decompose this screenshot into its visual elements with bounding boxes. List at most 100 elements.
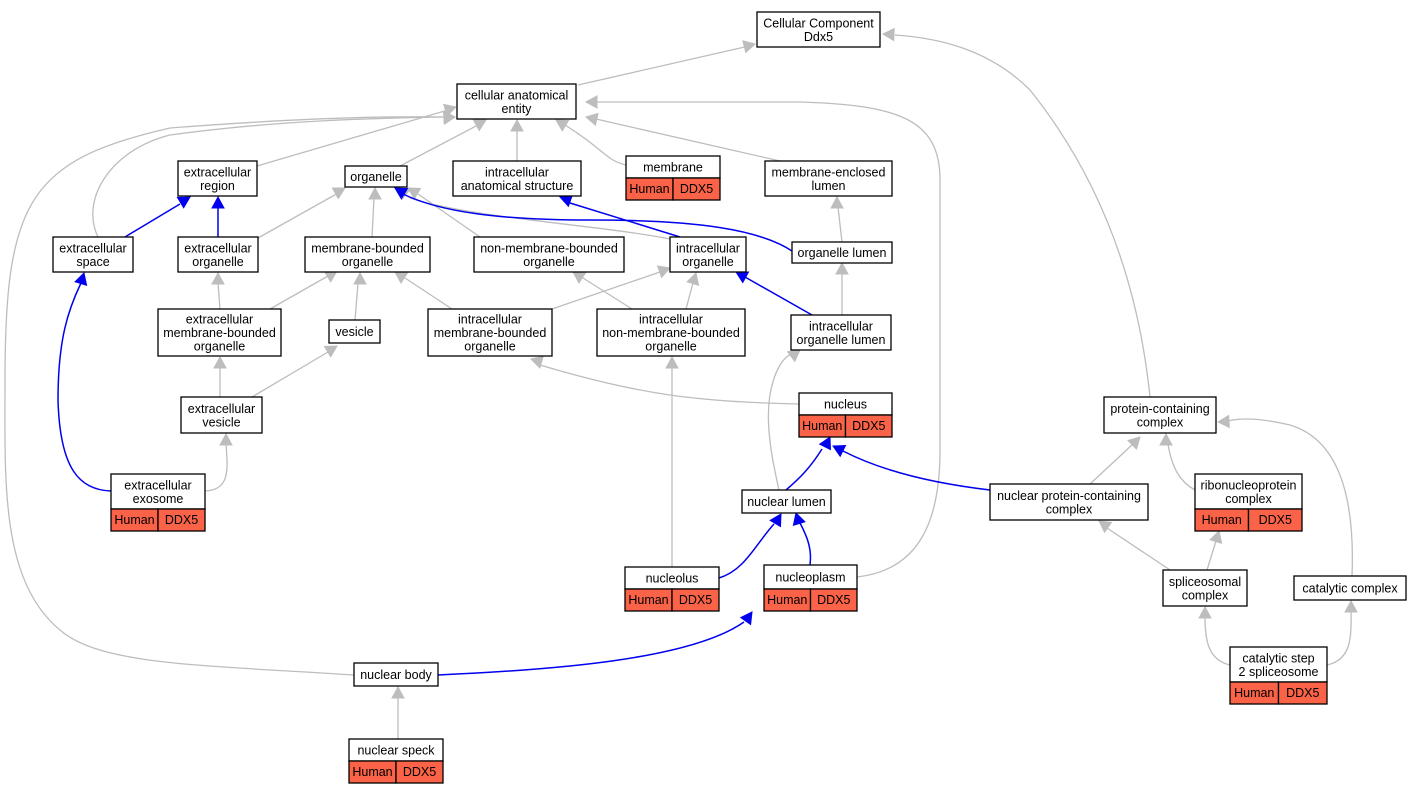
edge-catcomplex-to-pcc xyxy=(1227,418,1354,577)
edge-imbo-to-mbo xyxy=(404,277,453,310)
node-label: spliceosomal xyxy=(1169,575,1241,589)
node-label: extracellular xyxy=(184,165,251,179)
annotation-gene: DDX5 xyxy=(680,182,713,196)
arrowhead-rnp-to-pcc xyxy=(1159,432,1173,446)
arrowhead-inmbo-to-intorg xyxy=(686,271,700,286)
node-box xyxy=(1194,473,1303,510)
annotation-gene-cell xyxy=(1277,681,1328,705)
annotation-gene: DDX5 xyxy=(679,593,712,607)
arrowhead-intorg-to-ias xyxy=(559,194,574,208)
arrowhead-extorg-to-organelle xyxy=(331,187,346,200)
node-label: organelle xyxy=(464,340,515,354)
arrowhead-nmbo-to-organelle xyxy=(407,187,422,200)
arrowhead-extves-to-embo xyxy=(213,355,227,369)
node-box xyxy=(790,314,892,351)
edge-nuclumen-to-iol xyxy=(767,351,797,491)
edge-nucleus-to-imbo xyxy=(539,364,800,405)
node-vesicle[interactable]: vesicle xyxy=(328,319,381,344)
node-nucbody[interactable]: nuclear body xyxy=(353,662,439,687)
arrowhead-membrane-to-cae xyxy=(555,119,570,132)
node-label: nucleus xyxy=(824,398,867,412)
node-label: cellular anatomical xyxy=(465,88,569,102)
node-inmbo[interactable]: intracellularnon-membrane-boundedorganel… xyxy=(596,308,746,357)
node-box xyxy=(764,160,893,197)
node-box xyxy=(452,160,582,197)
edge-npcc-to-nucleus xyxy=(842,450,991,491)
edge-npcc-to-pcc xyxy=(1089,443,1134,485)
node-orglumen[interactable]: organelle lumen xyxy=(791,241,893,264)
annotation-gene: DDX5 xyxy=(817,593,850,607)
node-label: complex xyxy=(1137,415,1184,429)
node-label: membrane-bounded xyxy=(434,326,547,340)
annotation-gene: DDX5 xyxy=(403,765,436,779)
node-label: membrane-bounded xyxy=(163,326,276,340)
node-nuclumen[interactable]: nuclear lumen xyxy=(741,489,832,514)
node-box xyxy=(304,236,431,273)
edge-nucbody-to-cae xyxy=(4,116,447,676)
node-box xyxy=(741,489,832,514)
edge-orglumen-to-mel xyxy=(837,206,843,243)
arrowhead-imbo-to-intorg xyxy=(656,265,671,279)
node-label: organelle lumen xyxy=(797,333,886,347)
arrowhead-mel-to-cae xyxy=(584,112,599,127)
annotation-gene-cell xyxy=(844,414,893,438)
arrowhead-nuclumen-to-iol xyxy=(786,349,801,363)
node-label: extracellular xyxy=(184,241,251,255)
edge-organelle-to-cae xyxy=(399,124,479,167)
edge-imbo-to-intorg xyxy=(551,271,661,310)
node-label: ribonucleoprotein xyxy=(1201,478,1297,492)
node-label: nuclear lumen xyxy=(747,495,826,509)
edge-nucbody-to-nucleoplasm xyxy=(437,621,745,676)
annotation-gene-cell xyxy=(395,760,444,784)
edge-splice-to-rnp xyxy=(1206,540,1217,571)
edge-extreg-to-cae xyxy=(256,109,449,167)
arrowhead-nucleolus-to-nuclumen xyxy=(769,513,782,528)
edge-nucleoplasm-to-cae xyxy=(596,101,941,578)
edge-intorg-to-ias xyxy=(569,202,681,238)
node-label: organelle xyxy=(682,255,733,269)
node-organelle[interactable]: organelle xyxy=(344,165,408,188)
arrowhead-ias-to-cae xyxy=(510,118,524,132)
node-label: Ddx5 xyxy=(804,30,833,44)
node-label: membrane-enclosed xyxy=(772,165,886,179)
node-label: intracellular xyxy=(676,241,740,255)
annotation-gene-cell xyxy=(157,508,206,532)
node-catcomplex[interactable]: catalytic complex xyxy=(1293,575,1407,601)
node-box xyxy=(110,473,206,510)
arrowhead-splice-to-rnp xyxy=(1209,529,1223,544)
annotation-gene: DDX5 xyxy=(165,513,198,527)
annotation-species: Human xyxy=(628,593,668,607)
node-box xyxy=(177,236,259,273)
arrowhead-nucbody-to-cae xyxy=(442,111,457,125)
node-label: extracellular xyxy=(188,402,255,416)
edge-mbo-to-organelle xyxy=(371,197,375,238)
edge-pcc-to-root xyxy=(894,34,1151,398)
edge-nucleoplasm-to-nuclumen xyxy=(799,522,812,566)
